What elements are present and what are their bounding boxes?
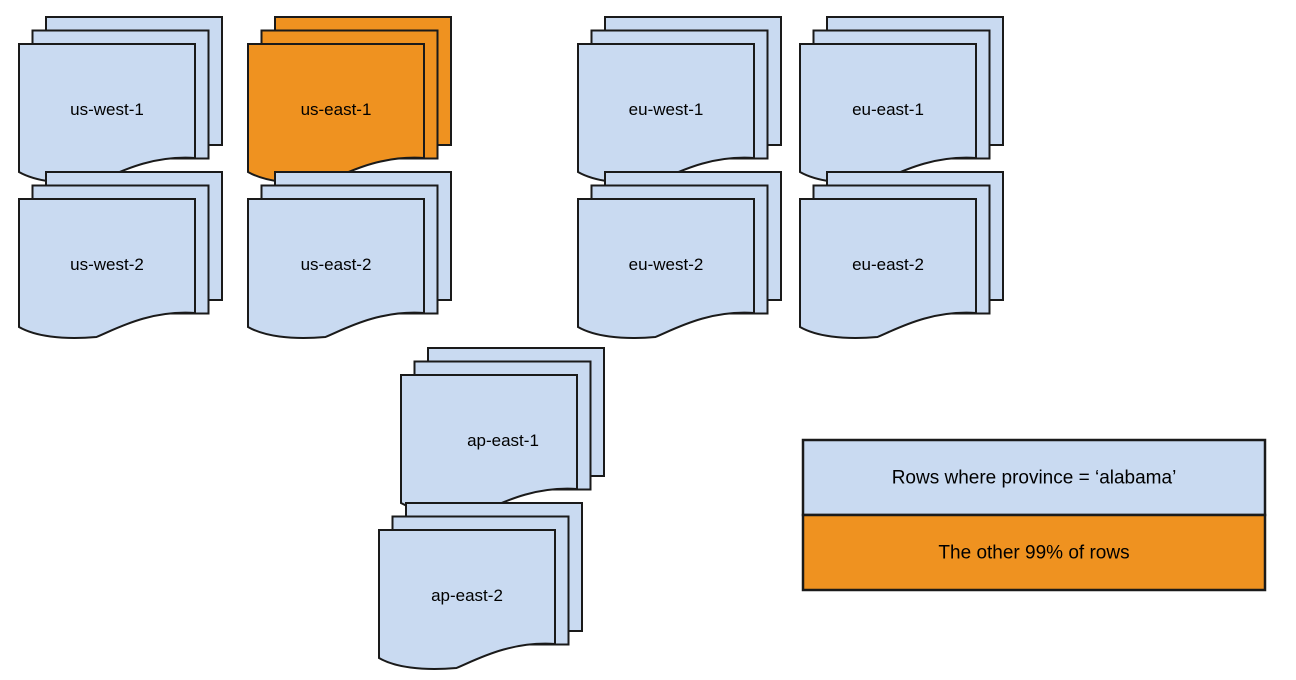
stack-sheet-front — [247, 198, 425, 339]
document-stack-us-west-2[interactable]: us-west-2 — [18, 171, 223, 339]
stack-label-ap-east-1: ap-east-1 — [467, 431, 539, 450]
legend-swatch-legend-blue — [801, 438, 1267, 517]
stack-label-eu-west-2: eu-west-2 — [629, 255, 704, 274]
document-stack-eu-west-1[interactable]: eu-west-1 — [577, 16, 782, 184]
legend-box: Rows where province = ‘alabama’ The other… — [801, 438, 1267, 592]
document-stack-us-west-1[interactable]: us-west-1 — [18, 16, 223, 184]
legend-swatch-legend-orange — [801, 513, 1267, 592]
document-stack-us-east-2[interactable]: us-east-2 — [247, 171, 452, 339]
document-stack-eu-east-2[interactable]: eu-east-2 — [799, 171, 1004, 339]
document-stack-ap-east-1[interactable]: ap-east-1 — [400, 347, 605, 515]
stack-label-us-west-2: us-west-2 — [70, 255, 144, 274]
stack-label-us-west-1: us-west-1 — [70, 100, 144, 119]
stack-label-eu-east-2: eu-east-2 — [852, 255, 924, 274]
document-stack-ap-east-2[interactable]: ap-east-2 — [378, 502, 583, 670]
stack-sheet-front — [378, 529, 556, 670]
stack-label-us-east-1: us-east-1 — [301, 100, 372, 119]
stack-sheet-front — [577, 198, 755, 339]
stack-label-us-east-2: us-east-2 — [301, 255, 372, 274]
legend-label-legend-blue: Rows where province = ‘alabama’ — [892, 468, 1177, 489]
stack-label-eu-west-1: eu-west-1 — [629, 100, 704, 119]
stack-label-ap-east-2: ap-east-2 — [431, 586, 503, 605]
legend-label-legend-orange: The other 99% of rows — [938, 543, 1129, 564]
stacks-layer: us-west-1 us-east-1 eu-west-1 eu-east-1 us-w… — [18, 16, 1004, 670]
stack-label-eu-east-1: eu-east-1 — [852, 100, 924, 119]
document-stack-eu-west-2[interactable]: eu-west-2 — [577, 171, 782, 339]
document-stack-us-east-1[interactable]: us-east-1 — [247, 16, 452, 184]
document-stack-eu-east-1[interactable]: eu-east-1 — [799, 16, 1004, 184]
stack-sheet-front — [799, 198, 977, 339]
stack-sheet-front — [18, 198, 196, 339]
